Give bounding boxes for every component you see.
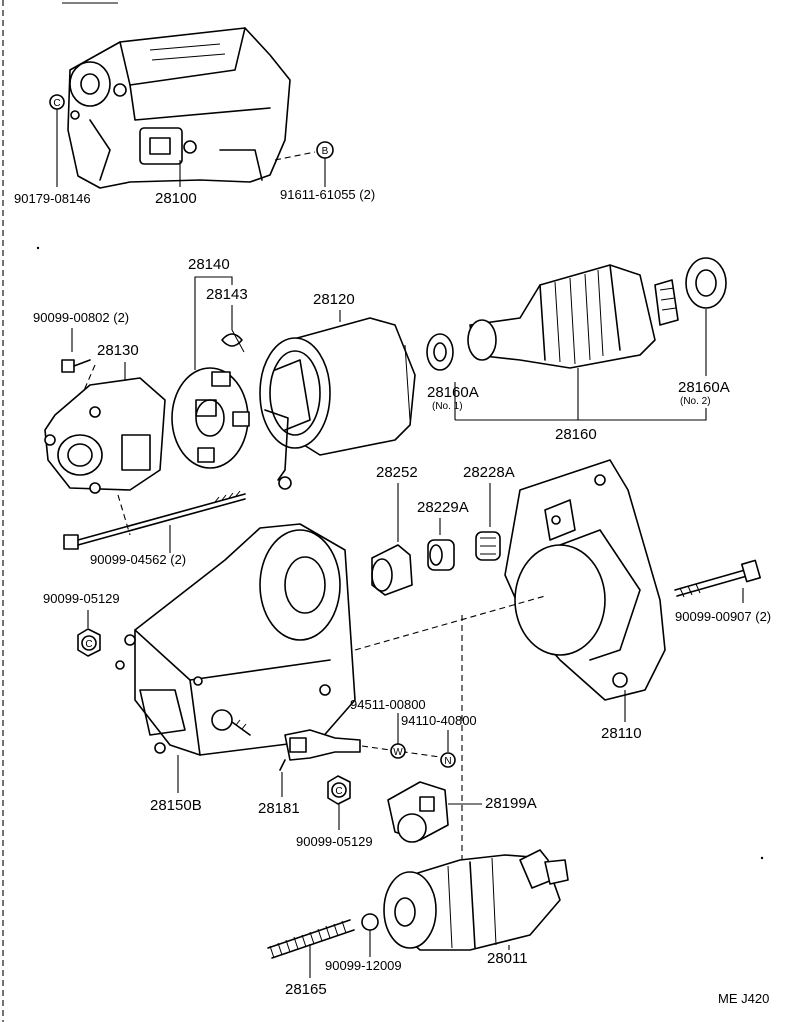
lead-28181	[279, 729, 361, 771]
label-94110-40800: 94110-40800	[401, 713, 477, 728]
armature-28160	[467, 264, 679, 369]
nut-90099-05129-a: C	[77, 628, 101, 657]
label-28228a: 28228A	[463, 464, 515, 481]
marker-w: W	[390, 743, 406, 759]
label-28140: 28140	[188, 256, 230, 273]
gear-28229a	[427, 539, 455, 571]
plunger-28011	[383, 849, 569, 951]
bolt-90099-00907	[674, 559, 762, 598]
label-28100: 28100	[155, 190, 197, 207]
label-28160: 28160	[555, 426, 597, 443]
diagram-code: ME J420	[718, 991, 769, 1006]
svg-text:C: C	[53, 98, 60, 109]
starter-assembly-28100	[67, 27, 291, 189]
boot-28199a	[387, 781, 449, 843]
label-28252: 28252	[376, 464, 418, 481]
svg-text:N: N	[444, 756, 451, 767]
svg-text:C: C	[335, 786, 342, 797]
ball-90099-12009	[361, 913, 379, 931]
label-90099-05129-a: 90099-05129	[43, 591, 120, 606]
retainer-28228a	[475, 531, 501, 561]
label-91611-61055: 91611-61055 (2)	[280, 187, 375, 202]
label-28160a-no2: 28160A	[678, 379, 730, 396]
label-28120: 28120	[313, 291, 355, 308]
yoke-28120	[259, 317, 416, 490]
label-28160a-no1-note: (No. 1)	[432, 401, 463, 412]
bearing-28160a-no2	[685, 257, 727, 309]
marker-c-1: C	[49, 94, 65, 110]
label-90099-00907: 90099-00907 (2)	[675, 609, 771, 624]
terminal-stud	[211, 709, 251, 736]
clutch-28252	[371, 544, 413, 596]
brush-holder-28140	[171, 367, 250, 469]
label-28150b: 28150B	[150, 797, 202, 814]
label-28130: 28130	[97, 342, 139, 359]
bearing-28160a-no1	[426, 333, 454, 371]
label-90099-00802: 90099-00802 (2)	[33, 310, 129, 325]
screw-90099-00802	[61, 359, 91, 373]
label-28165: 28165	[285, 981, 327, 998]
commutator-end-frame-28130	[44, 377, 166, 494]
label-90099-12009: 90099-12009	[325, 958, 402, 973]
marker-b: B	[316, 141, 334, 159]
svg-text:C: C	[85, 639, 92, 650]
svg-text:B: B	[322, 146, 329, 157]
brush-spring-28143	[221, 329, 245, 353]
label-28160a-no1: 28160A	[427, 384, 479, 401]
svg-text:W: W	[393, 747, 403, 758]
nut-90099-05129-b: C	[327, 775, 351, 805]
label-28229a: 28229A	[417, 499, 469, 516]
label-90099-04562: 90099-04562 (2)	[90, 552, 186, 567]
drive-housing-28110	[504, 459, 666, 701]
label-28160a-no2-note: (No. 2)	[680, 396, 711, 407]
label-28181: 28181	[258, 800, 300, 817]
label-90179-08146: 90179-08146	[14, 191, 91, 206]
spring-28165	[267, 919, 355, 959]
label-90099-05129-b: 90099-05129	[296, 834, 373, 849]
marker-n: N	[440, 752, 456, 768]
label-28011: 28011	[487, 950, 528, 967]
label-28199a: 28199A	[485, 795, 537, 812]
solenoid-28150b	[115, 523, 356, 756]
label-28143: 28143	[206, 286, 248, 303]
label-28110: 28110	[601, 725, 642, 742]
label-94511-00800: 94511-00800	[350, 697, 426, 712]
through-bolt-90099-04562	[63, 490, 246, 550]
